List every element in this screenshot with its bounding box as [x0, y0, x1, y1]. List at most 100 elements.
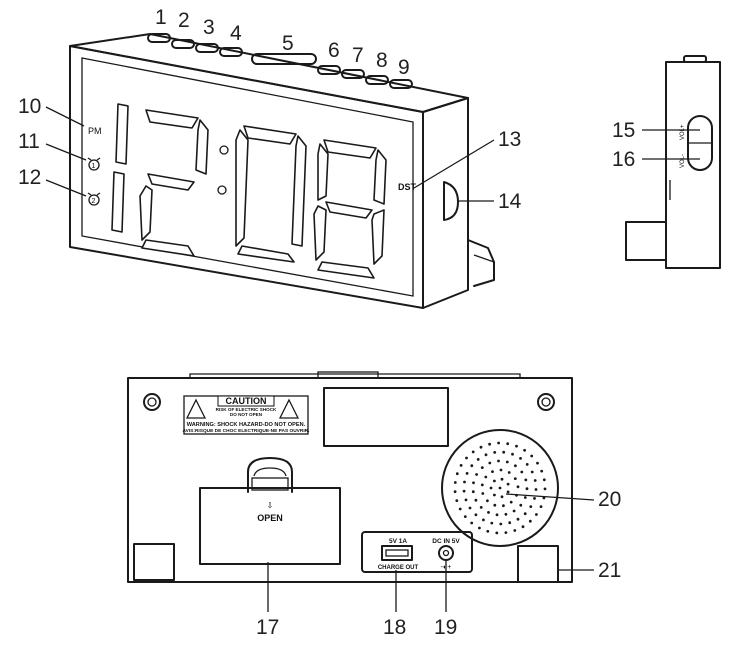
speaker-hole: [475, 473, 478, 476]
callout-16: 16: [612, 148, 635, 171]
speaker-hole: [476, 458, 480, 461]
speaker-hole: [493, 493, 496, 497]
button-7[interactable]: [341, 69, 365, 79]
callout-8: 8: [376, 49, 388, 72]
speaker-hole: [468, 506, 472, 510]
callouts: 1 2 3 4 5 6 7 8 9 10 11 12 13 14 15 16 1…: [18, 6, 700, 639]
stand: [467, 239, 495, 287]
usb-label: CHARGE OUT: [378, 565, 419, 571]
callout-1: 1: [155, 6, 167, 29]
screw-right: [537, 393, 555, 411]
battery-door[interactable]: ⇩ OPEN: [199, 457, 341, 565]
speaker-hole: [499, 468, 503, 472]
snooze-bar[interactable]: [251, 53, 317, 65]
speaker-hole: [519, 503, 523, 507]
speaker-hole: [523, 512, 527, 516]
speaker-hole: [502, 504, 505, 508]
label-recess: [323, 387, 449, 447]
speaker-hole: [525, 487, 529, 491]
callout-18: 18: [383, 616, 406, 639]
speaker-hole: [502, 450, 506, 454]
speaker-hole: [505, 460, 509, 464]
svg-text:AVIS:RISQUE DE CHOC ELECTRIQUE: AVIS:RISQUE DE CHOC ELECTRIQUE-NE PAS OU…: [183, 428, 310, 434]
speaker-hole: [471, 490, 475, 494]
callout-10: 10: [18, 95, 41, 118]
speaker-hole: [530, 454, 534, 458]
button-4[interactable]: [219, 47, 243, 57]
speaker-hole: [458, 507, 462, 511]
speaker-hole: [479, 506, 483, 509]
speaker-hole: [515, 444, 518, 448]
open-label: OPEN: [257, 513, 283, 523]
button-2[interactable]: [171, 39, 195, 49]
speaker-hole: [499, 522, 503, 526]
clock-side-face: [422, 97, 469, 309]
button-1[interactable]: [147, 33, 171, 43]
vol-down-label: VOL-: [680, 154, 686, 168]
speaker-hole: [486, 499, 489, 503]
speaker-hole: [453, 481, 457, 484]
digit-1: [111, 103, 129, 233]
speaker-hole: [479, 445, 483, 449]
colon-upper-dot: [219, 145, 229, 155]
button-6[interactable]: [317, 65, 341, 75]
svg-text:2: 2: [92, 198, 96, 205]
speaker-hole: [462, 489, 466, 493]
back-panel: [127, 377, 573, 583]
svg-text:DO NOT OPEN: DO NOT OPEN: [230, 412, 263, 417]
speaker-hole: [534, 488, 538, 491]
speaker-hole: [516, 485, 520, 489]
digit-8: [313, 139, 387, 279]
usb-port-panel: 5V 1A CHARGE OUT DC IN 5V -◐+: [361, 531, 473, 573]
speaker-hole: [533, 479, 537, 482]
speaker-grille: [441, 429, 559, 547]
speaker-hole: [530, 470, 534, 474]
callout-14: 14: [498, 190, 522, 213]
speaker-hole: [455, 472, 459, 476]
caution-title: CAUTION: [226, 396, 267, 406]
alarm2-icon: 2: [87, 192, 101, 206]
svg-text:RISK OF ELECTRIC SHOCK: RISK OF ELECTRIC SHOCK: [216, 407, 277, 412]
speaker-hole: [455, 499, 459, 502]
speaker-hole: [540, 469, 544, 473]
callout-5: 5: [282, 32, 294, 55]
speaker-hole: [472, 481, 475, 485]
speaker-hole: [497, 459, 500, 463]
speaker-hole: [535, 513, 538, 516]
speaker-hole: [464, 498, 468, 502]
pm-indicator: PM: [88, 126, 102, 136]
callout-2: 2: [178, 9, 190, 32]
vol-up-label: VOL+: [680, 124, 686, 140]
callout-3: 3: [203, 16, 215, 39]
speaker-hole: [542, 478, 546, 482]
speaker-hole: [490, 521, 494, 525]
button-9[interactable]: [389, 79, 413, 89]
side-body: [665, 61, 721, 269]
callout-4: 4: [230, 22, 242, 45]
speaker-hole: [489, 486, 493, 490]
digit-0: [235, 125, 307, 263]
button-8[interactable]: [365, 75, 389, 85]
speaker-hole: [471, 450, 475, 454]
speaker-hole: [504, 531, 508, 534]
speaker-hole: [480, 466, 484, 469]
top-buttons-left: [147, 33, 243, 57]
speaker-hole: [507, 471, 511, 474]
button-3[interactable]: [195, 43, 219, 53]
front-bezel: [69, 45, 424, 309]
speaker-hole: [487, 511, 490, 514]
speaker-hole: [509, 500, 513, 504]
side-stand: [625, 221, 667, 261]
usb-port[interactable]: [381, 545, 413, 561]
callout-12: 12: [18, 166, 41, 189]
callout-9: 9: [398, 56, 410, 79]
warning-triangle-left-icon: [185, 398, 207, 419]
speaker-hole: [465, 456, 468, 460]
speaker-hole: [514, 464, 517, 468]
speaker-hole: [465, 472, 469, 475]
callout-21: 21: [598, 559, 621, 582]
dc-jack[interactable]: [438, 545, 454, 561]
top-buttons-right: [317, 65, 413, 89]
speaker-hole: [493, 479, 496, 483]
speaker-hole: [513, 477, 517, 480]
